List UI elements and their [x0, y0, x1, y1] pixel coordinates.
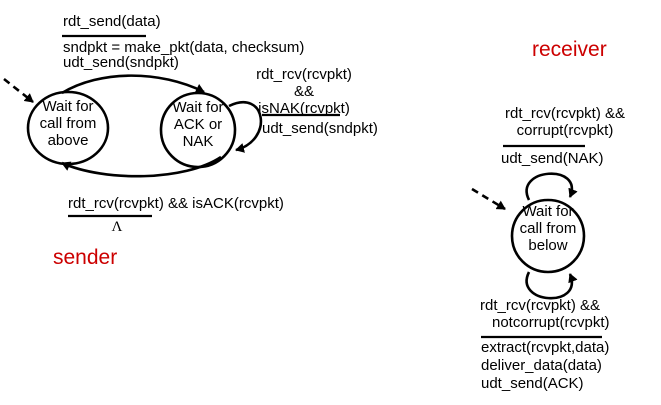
sender-bottom-transition-arc [61, 155, 222, 178]
sender-send-action1-label: sndpkt = make_pkt(data, checksum) [63, 39, 305, 56]
receiver-notcorrupt-action2-label: deliver_data(data) [481, 357, 602, 374]
receiver-notcorrupt-action3-label: udt_send(ACK) [481, 375, 584, 392]
state-line: call from [519, 220, 577, 237]
receiver-corrupt-action-label: udt_send(NAK) [501, 150, 604, 167]
state-line: Wait for [522, 203, 574, 220]
sender-top-transition-arc [61, 74, 205, 95]
receiver-initial-dashed-arrow [471, 187, 506, 211]
sender-section-label: sender [53, 246, 118, 269]
state-line: Wait for [42, 98, 94, 115]
receiver-state-wait-below-label: Wait for call from below [498, 203, 598, 254]
receiver-notcorrupt-event-line2: notcorrupt(rcvpkt) [492, 314, 610, 331]
receiver-section-label: receiver [532, 38, 607, 61]
receiver-top-self-loop [525, 172, 578, 201]
state-line: call from [39, 115, 97, 132]
sender-send-event-label: rdt_send(data) [63, 13, 161, 30]
sender-nak-event-label: rdt_rcv(rcvpkt) && isNAK(rcvpkt) [246, 66, 362, 117]
sender-nak-action-label: udt_send(sndpkt) [262, 120, 378, 137]
receiver-notcorrupt-event-line1: rdt_rcv(rcvpkt) && [480, 297, 601, 314]
receiver-notcorrupt-action1-label: extract(rcvpkt,data) [481, 339, 610, 356]
sender-initial-dashed-arrow [3, 77, 34, 104]
sender-send-action2-label: udt_send(sndpkt) [63, 54, 179, 71]
sender-ack-action-lambda-label: Λ [111, 219, 123, 235]
receiver-corrupt-event-line1: rdt_rcv(rcvpkt) && [504, 105, 625, 122]
sender-nak-event-line2: isNAK(rcvpkt) [258, 100, 350, 117]
state-line: ACK or [173, 116, 223, 133]
sender-nak-event-line1: rdt_rcv(rcvpkt) && [256, 66, 352, 100]
receiver-bottom-self-loop [525, 271, 578, 300]
receiver-corrupt-event-line2: corrupt(rcvpkt) [516, 122, 614, 139]
sender-ack-event-label: rdt_rcv(rcvpkt) && isACK(rcvpkt) [68, 195, 284, 212]
state-line: NAK [182, 133, 214, 150]
state-line: below [528, 237, 568, 254]
receiver-corrupt-event-label: rdt_rcv(rcvpkt) && corrupt(rcvpkt) [494, 105, 636, 139]
state-line: Wait for [172, 99, 224, 116]
state-line: above [47, 132, 89, 149]
sender-state-wait-above-label: Wait for call from above [18, 98, 118, 149]
receiver-state-circle [510, 198, 586, 274]
sender-nak-self-loop [228, 101, 263, 153]
sender-state-wait-ack-label: Wait for ACK or NAK [148, 99, 248, 150]
